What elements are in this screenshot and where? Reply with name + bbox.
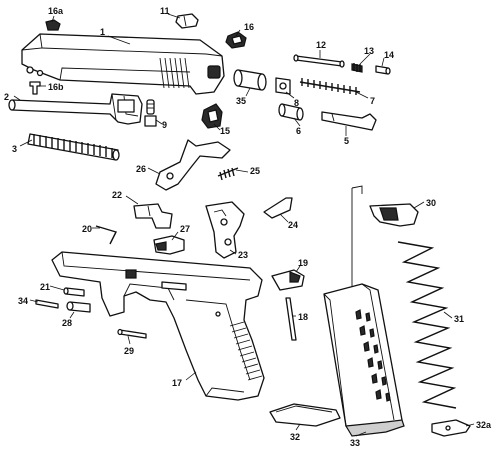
callout-28: 28 xyxy=(62,318,72,328)
callout-31: 31 xyxy=(454,314,464,324)
callout-16b: 16b xyxy=(48,82,64,92)
callout-20: 20 xyxy=(82,224,92,234)
locking-block xyxy=(153,235,185,255)
slide-stop-pin xyxy=(66,301,91,313)
barrel xyxy=(8,93,143,125)
callout-3: 3 xyxy=(12,144,17,154)
callout-18: 18 xyxy=(298,312,308,322)
callout-2: 2 xyxy=(4,92,9,102)
callout-32a: 32a xyxy=(476,420,492,430)
callout-7: 7 xyxy=(370,96,375,106)
magazine-spring xyxy=(397,241,457,409)
callout-12: 12 xyxy=(316,40,326,50)
spring-cups xyxy=(351,63,363,73)
extractor-plunger xyxy=(144,99,157,127)
callout-29: 29 xyxy=(124,346,134,356)
callout-35: 35 xyxy=(236,96,246,106)
front-sight xyxy=(225,31,247,49)
callout-25: 25 xyxy=(250,166,260,176)
recoil-spring xyxy=(27,133,120,161)
firing-pin xyxy=(293,54,345,68)
locking-block-pin xyxy=(35,299,59,309)
callout-16a: 16a xyxy=(48,6,64,16)
firing-pin-spring xyxy=(299,78,361,95)
slide-lock-spring xyxy=(217,167,239,181)
callout-26: 26 xyxy=(136,164,146,174)
callout-9: 9 xyxy=(162,120,167,130)
floorplate-insert xyxy=(431,419,471,437)
callout-30: 30 xyxy=(426,198,436,208)
callout-27: 27 xyxy=(180,224,190,234)
magazine-witness-holes xyxy=(355,309,391,402)
callout-1: 1 xyxy=(100,27,105,37)
grip-texture xyxy=(229,321,263,381)
callout-22: 22 xyxy=(112,190,122,200)
magazine-floorplate xyxy=(269,403,341,427)
spring-wire xyxy=(95,225,117,245)
callout-8: 8 xyxy=(294,98,299,108)
callout-23: 23 xyxy=(238,250,248,260)
slide-stop xyxy=(271,269,305,291)
housing-pin xyxy=(117,328,147,339)
spacer-sleeve-35 xyxy=(233,69,267,91)
slide xyxy=(21,33,225,95)
depressor-plunger xyxy=(278,103,304,121)
magazine-tube xyxy=(323,283,405,437)
callout-5: 5 xyxy=(344,136,349,146)
magazine-follower xyxy=(369,203,419,227)
callout-34: 34 xyxy=(18,296,28,306)
callout-19: 19 xyxy=(298,258,308,268)
slide-serrations xyxy=(159,57,190,89)
callout-14: 14 xyxy=(384,50,394,60)
trigger-mechanism xyxy=(205,201,245,259)
callout-15: 15 xyxy=(220,126,230,136)
frame xyxy=(51,251,265,401)
callout-11: 11 xyxy=(160,6,170,16)
extractor xyxy=(321,111,377,131)
trigger-pin xyxy=(63,287,85,297)
callout-17: 17 xyxy=(172,378,182,388)
firing-pin-safety xyxy=(275,77,291,95)
callout-32: 32 xyxy=(290,432,300,442)
callout-6: 6 xyxy=(296,126,301,136)
sight-screw xyxy=(45,19,61,31)
callout-24: 24 xyxy=(288,220,298,230)
callout-21: 21 xyxy=(40,282,50,292)
callout-13: 13 xyxy=(364,46,374,56)
trigger-bar-part xyxy=(155,139,231,191)
spacer-sleeve xyxy=(375,65,391,75)
screw-16b xyxy=(29,81,41,95)
leader-lines xyxy=(13,13,475,437)
trigger-housing xyxy=(133,203,173,229)
rear-sight xyxy=(175,13,199,29)
connector-spring xyxy=(263,197,293,219)
trigger-pin-long xyxy=(285,297,297,341)
callout-16: 16 xyxy=(244,22,254,32)
callout-33: 33 xyxy=(350,438,360,448)
callout-labels: 1 2 3 5 6 7 8 9 11 12 13 14 15 16 16a 16… xyxy=(4,6,492,448)
cover-plate xyxy=(201,103,223,129)
